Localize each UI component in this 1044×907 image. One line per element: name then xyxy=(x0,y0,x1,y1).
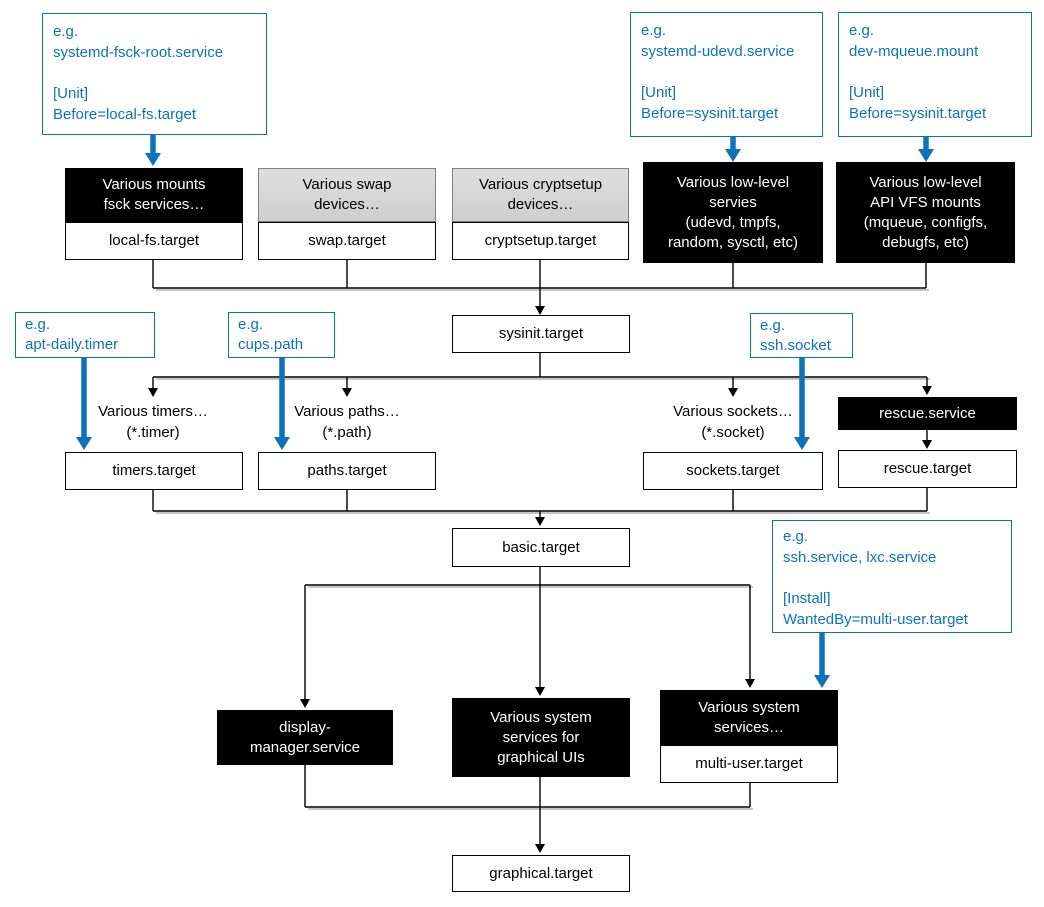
node-line: Various low-level xyxy=(676,173,790,191)
note-systemd-fsck-root: e.g. systemd-fsck-root.service [Unit] Be… xyxy=(42,13,267,135)
node-line: rescue.service xyxy=(879,404,976,422)
target-label: cryptsetup.target xyxy=(452,222,629,260)
note-line: systemd-udevd.service xyxy=(641,43,795,60)
node-line: servies xyxy=(709,193,757,211)
target-label: multi-user.target xyxy=(660,745,838,783)
node-line: display- xyxy=(279,718,331,736)
target-text: graphical.target xyxy=(489,864,593,882)
note-line: [Unit] xyxy=(53,85,89,102)
note-cups-path: e.g. cups.path xyxy=(228,312,335,358)
node-sockets-target: sockets.target xyxy=(643,452,823,490)
header-line: fsck services… xyxy=(103,196,205,213)
node-sysinit-target: sysinit.target xyxy=(452,315,630,353)
note-line: Before=local-fs.target xyxy=(53,106,196,123)
node-basic-target: basic.target xyxy=(452,528,630,567)
target-label: local-fs.target xyxy=(65,222,243,260)
note-line: Before=sysinit.target xyxy=(849,105,987,122)
note-systemd-udevd: e.g. systemd-udevd.service [Unit] Before… xyxy=(630,12,823,137)
note-line: e.g. xyxy=(849,22,875,39)
node-multi-user-target: Various system services… multi-user.targ… xyxy=(660,690,838,783)
node-local-fs-target: Various mounts fsck services… local-fs.t… xyxy=(65,168,243,260)
black-arrowheads xyxy=(148,306,932,853)
note-line: e.g. xyxy=(25,316,51,333)
node-rescue-target: rescue.target xyxy=(838,450,1017,488)
label-line: Various paths… xyxy=(294,403,400,420)
node-timers-target: timers.target xyxy=(65,452,243,490)
node-graphical-ui-services: Various system services for graphical UI… xyxy=(452,698,630,777)
node-line: Various low-level xyxy=(869,173,982,191)
node-line: services for xyxy=(502,728,580,746)
note-line: e.g. xyxy=(783,528,809,545)
header-line: devices… xyxy=(507,196,574,213)
note-line: systemd-fsck-root.service xyxy=(53,44,224,61)
node-header: Various system services… xyxy=(660,690,838,745)
note-line: WantedBy=multi-user.target xyxy=(783,611,968,628)
label-line: Various timers… xyxy=(98,403,208,420)
blue-arrow-lines xyxy=(81,135,929,675)
node-header: Various cryptsetup devices… xyxy=(452,168,629,222)
note-line: Before=sysinit.target xyxy=(641,105,779,122)
node-line: random, sysctl, etc) xyxy=(667,233,799,251)
target-text: cryptsetup.target xyxy=(484,232,597,249)
node-line: debugfs, etc) xyxy=(882,233,969,251)
node-graphical-target: graphical.target xyxy=(452,855,630,892)
note-line: e.g. xyxy=(53,23,79,40)
node-header: Various swap devices… xyxy=(258,168,436,222)
label-various-timers: Various timers… (*.timer) xyxy=(73,401,233,443)
node-swap-target: Various swap devices… swap.target xyxy=(258,168,436,260)
node-line: (mqueue, configfs, xyxy=(863,213,988,231)
note-line: cups.path xyxy=(238,336,304,353)
node-cryptsetup-target: Various cryptsetup devices… cryptsetup.t… xyxy=(452,168,629,260)
target-text: basic.target xyxy=(502,538,580,556)
label-various-sockets: Various sockets… (*.socket) xyxy=(653,401,813,443)
label-line: Various sockets… xyxy=(673,403,793,420)
target-text: swap.target xyxy=(308,232,386,249)
note-dev-mqueue: e.g. dev-mqueue.mount [Unit] Before=sysi… xyxy=(838,12,1032,137)
target-text: paths.target xyxy=(307,462,387,479)
header-line: Various system xyxy=(698,698,800,716)
note-line: [Install] xyxy=(783,590,831,607)
node-api-vfs-mounts: Various low-level API VFS mounts (mqueue… xyxy=(836,162,1015,263)
node-display-manager-service: display- manager.service xyxy=(217,710,393,765)
label-line: (*.path) xyxy=(322,424,372,441)
target-text: sockets.target xyxy=(686,462,780,479)
note-line: [Unit] xyxy=(641,84,677,101)
blue-arrowheads xyxy=(76,149,934,688)
note-line: ssh.socket xyxy=(760,337,831,354)
label-various-paths: Various paths… (*.path) xyxy=(267,401,427,443)
target-text: rescue.target xyxy=(883,460,972,477)
node-paths-target: paths.target xyxy=(258,452,436,490)
note-line: dev-mqueue.mount xyxy=(849,43,979,60)
node-line: Various system xyxy=(490,708,592,726)
header-line: Various cryptsetup xyxy=(478,176,603,193)
target-text: multi-user.target xyxy=(695,755,803,772)
target-label: swap.target xyxy=(258,222,436,260)
note-apt-daily-timer: e.g. apt-daily.timer xyxy=(15,312,155,358)
target-text: timers.target xyxy=(112,462,196,479)
header-line: services… xyxy=(713,718,784,736)
note-line: ssh.service, lxc.service xyxy=(783,549,937,566)
header-line: devices… xyxy=(314,196,380,213)
label-line: (*.timer) xyxy=(126,424,180,441)
label-line: (*.socket) xyxy=(701,424,765,441)
node-rescue-service: rescue.service xyxy=(838,397,1017,430)
node-header: Various mounts fsck services… xyxy=(65,168,243,222)
node-line: manager.service xyxy=(249,738,361,756)
note-line: e.g. xyxy=(641,22,667,39)
note-ssh-socket: e.g. ssh.socket xyxy=(750,313,853,358)
note-line: e.g. xyxy=(760,317,786,334)
header-line: Various swap xyxy=(302,176,392,193)
note-line: [Unit] xyxy=(849,84,885,101)
node-low-level-services: Various low-level servies (udevd, tmpfs,… xyxy=(643,162,823,263)
target-text: local-fs.target xyxy=(108,232,200,249)
target-text: sysinit.target xyxy=(498,325,584,342)
node-line: API VFS mounts xyxy=(870,193,981,211)
node-line: graphical UIs xyxy=(497,748,585,766)
note-line: apt-daily.timer xyxy=(25,336,119,353)
note-line: e.g. xyxy=(238,316,264,333)
note-ssh-service-install: e.g. ssh.service, lxc.service [Install] … xyxy=(772,520,1012,633)
header-line: Various mounts xyxy=(102,176,206,193)
node-line: (udevd, tmpfs, xyxy=(685,213,781,231)
